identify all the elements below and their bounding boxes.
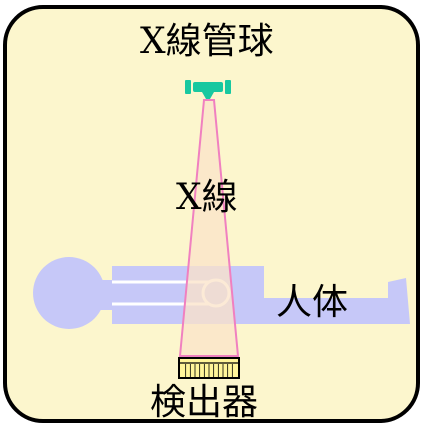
xray-label: X線: [176, 177, 238, 218]
tube-left-cap: [185, 80, 191, 94]
body-legs: [255, 298, 405, 324]
body-head: [33, 257, 105, 329]
human-body-label: 人体: [276, 282, 349, 323]
human-body-figure: [33, 257, 410, 329]
tube-nozzle: [202, 92, 214, 99]
xray-tube-icon: [185, 80, 231, 99]
detector-cells: [179, 362, 239, 377]
detector-icon: [178, 357, 240, 379]
xray-tube-label: X線管球: [140, 21, 274, 62]
tube-body: [193, 82, 223, 92]
body-foot: [388, 278, 410, 324]
tube-right-cap: [225, 80, 231, 94]
detector-label: 検出器: [150, 382, 259, 423]
xray-beam: [178, 99, 240, 357]
